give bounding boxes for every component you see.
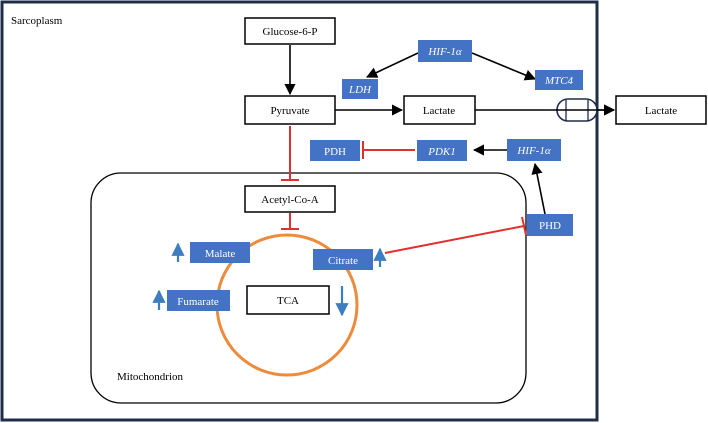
svg-text:Citrate: Citrate	[328, 255, 358, 267]
svg-text:HIF-1α: HIF-1α	[427, 46, 461, 58]
badge-ldh: LDH	[342, 79, 378, 99]
svg-text:LDH: LDH	[348, 84, 372, 96]
svg-text:Pyruvate: Pyruvate	[270, 105, 309, 117]
node-glucose-6-p: Glucose-6-P	[244, 17, 336, 45]
inhibit-citrate-to-phd	[384, 216, 527, 254]
inhibit-acetylcoa-to-tca	[281, 213, 299, 230]
mitochondrion-outline	[90, 172, 527, 404]
arrow-phd-to-hif1a	[531, 162, 546, 215]
badge-pdk1: PDK1	[417, 140, 467, 161]
node-tca: TCA	[246, 285, 330, 315]
svg-text:MTC4: MTC4	[544, 75, 574, 87]
badge-mtc4: MTC4	[535, 70, 583, 90]
sarcoplasm-frame	[0, 0, 599, 422]
sarcoplasm-label: Sarcoplasm	[11, 15, 63, 27]
arrow-hif1a-to-mtc4	[471, 52, 537, 81]
node-acetyl-co-a: Acetyl-Co-A	[244, 185, 336, 213]
badge-malate: Malate	[190, 242, 250, 263]
badge-phd: PHD	[527, 214, 573, 236]
svg-text:PDH: PDH	[324, 146, 346, 158]
node-pyruvate: Pyruvate	[244, 95, 336, 125]
inhibit-pdk1-to-pdh	[362, 141, 415, 159]
inhibit-pyruvate-to-acetylcoa	[281, 126, 299, 181]
svg-text:PHD: PHD	[539, 220, 561, 232]
badge-citrate: Citrate	[313, 249, 373, 270]
svg-text:PDK1: PDK1	[427, 146, 456, 158]
svg-text:Lactate: Lactate	[645, 105, 677, 117]
svg-text:HIF-1α: HIF-1α	[516, 145, 550, 157]
svg-text:Fumarate: Fumarate	[177, 296, 219, 308]
svg-text:Acetyl-Co-A: Acetyl-Co-A	[261, 194, 318, 206]
svg-text:TCA: TCA	[277, 295, 299, 307]
node-lactate-inside: Lactate	[403, 95, 476, 125]
svg-text:Malate: Malate	[205, 248, 236, 260]
svg-text:Lactate: Lactate	[423, 105, 455, 117]
node-lactate-outside: Lactate	[615, 95, 707, 125]
badge-pdh: PDH	[310, 140, 360, 161]
badge-hif1a-mid: HIF-1α	[507, 139, 561, 161]
svg-text:Glucose-6-P: Glucose-6-P	[263, 26, 318, 38]
mitochondrion-label: Mitochondrion	[117, 371, 183, 383]
arrow-hif1a-to-ldh	[365, 52, 419, 78]
badge-hif1a-top: HIF-1α	[418, 40, 472, 62]
badge-fumarate: Fumarate	[167, 290, 230, 311]
